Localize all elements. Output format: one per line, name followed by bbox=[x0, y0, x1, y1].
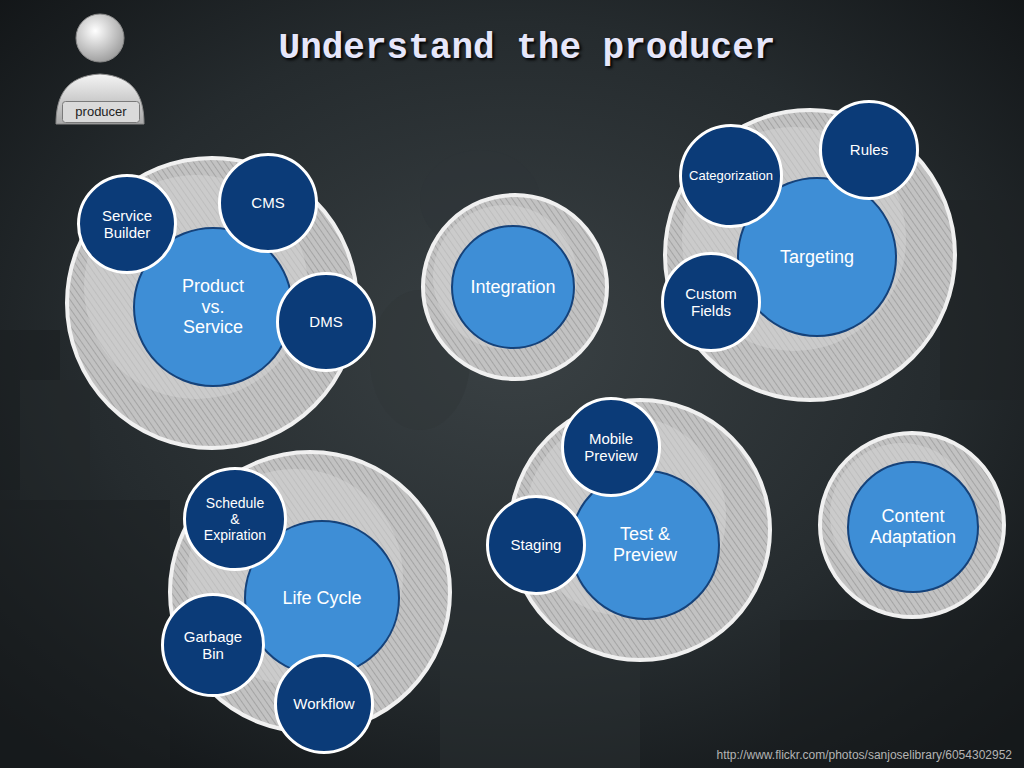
topic-bubble: Mobile Preview bbox=[561, 397, 661, 497]
topic-label: Staging bbox=[511, 536, 562, 553]
source-credit: http://www.flickr.com/photos/sanjoselibr… bbox=[717, 748, 1013, 762]
topic-label: Targeting bbox=[780, 247, 854, 268]
icon-head bbox=[76, 14, 124, 62]
circle-outline bbox=[571, 471, 719, 619]
topic-label: Schedule & Expiration bbox=[201, 495, 269, 543]
circle-outline bbox=[79, 176, 176, 273]
topic-label: Custom Fields bbox=[671, 285, 751, 320]
topic-label: Categorization bbox=[689, 169, 773, 184]
circle-outline bbox=[563, 399, 660, 496]
topic-label: Garbage Bin bbox=[178, 628, 248, 663]
role-badge: producer bbox=[62, 101, 140, 123]
topic-label: DMS bbox=[309, 313, 342, 330]
topic-label: Service Builder bbox=[87, 207, 167, 242]
circle-outline bbox=[278, 274, 375, 371]
topic-label: Workflow bbox=[293, 695, 354, 712]
topic-bubble: Service Builder bbox=[77, 174, 177, 274]
circle-outline bbox=[220, 155, 317, 252]
circle-outline bbox=[738, 178, 896, 336]
theme-circle: Integration bbox=[451, 225, 575, 349]
circle-outline bbox=[488, 497, 585, 594]
topic-bubble: Schedule & Expiration bbox=[183, 467, 287, 571]
user-icon bbox=[56, 14, 144, 124]
topic-label: CMS bbox=[251, 194, 284, 211]
ring-group bbox=[67, 110, 1004, 732]
topic-label: Product vs. Service bbox=[173, 276, 253, 338]
title: Understand the producer bbox=[30, 28, 1024, 69]
circle-outline bbox=[245, 521, 399, 675]
topic-bubble: Rules bbox=[819, 100, 919, 200]
topic-label: Test & Preview bbox=[610, 524, 680, 565]
circle-outline bbox=[848, 462, 978, 592]
topic-bubble: DMS bbox=[276, 272, 376, 372]
theme-circle: Content Adaptation bbox=[847, 461, 979, 593]
circle-outline bbox=[185, 469, 286, 570]
outer-ring bbox=[820, 433, 1004, 617]
topic-bubble: Staging bbox=[486, 495, 586, 595]
topic-bubble: Custom Fields bbox=[661, 252, 761, 352]
ring-highlight bbox=[84, 175, 308, 399]
circle-outline bbox=[134, 228, 292, 386]
topic-bubble: CMS bbox=[218, 153, 318, 253]
badge-rect bbox=[63, 102, 140, 123]
icon-body bbox=[56, 74, 144, 124]
role-label: producer bbox=[75, 105, 126, 120]
circle-outline bbox=[681, 126, 782, 227]
ring-highlight bbox=[433, 205, 577, 349]
circle-outline bbox=[821, 102, 918, 199]
topic-bubble: Categorization bbox=[679, 124, 783, 228]
topic-label: Mobile Preview bbox=[574, 430, 649, 465]
circle-outline bbox=[276, 656, 373, 753]
topic-bubble: Garbage Bin bbox=[161, 593, 265, 697]
topic-label: Content Adaptation bbox=[858, 506, 968, 547]
topic-label: Rules bbox=[850, 141, 888, 158]
outer-ring bbox=[423, 195, 607, 379]
topic-label: Life Cycle bbox=[282, 588, 361, 609]
circle-outline bbox=[663, 254, 760, 351]
circle-outline bbox=[452, 226, 574, 348]
circle-outline bbox=[163, 595, 264, 696]
topic-label: Integration bbox=[470, 277, 555, 298]
topic-bubble: Workflow bbox=[274, 654, 374, 754]
photo-shapes bbox=[0, 150, 1024, 768]
